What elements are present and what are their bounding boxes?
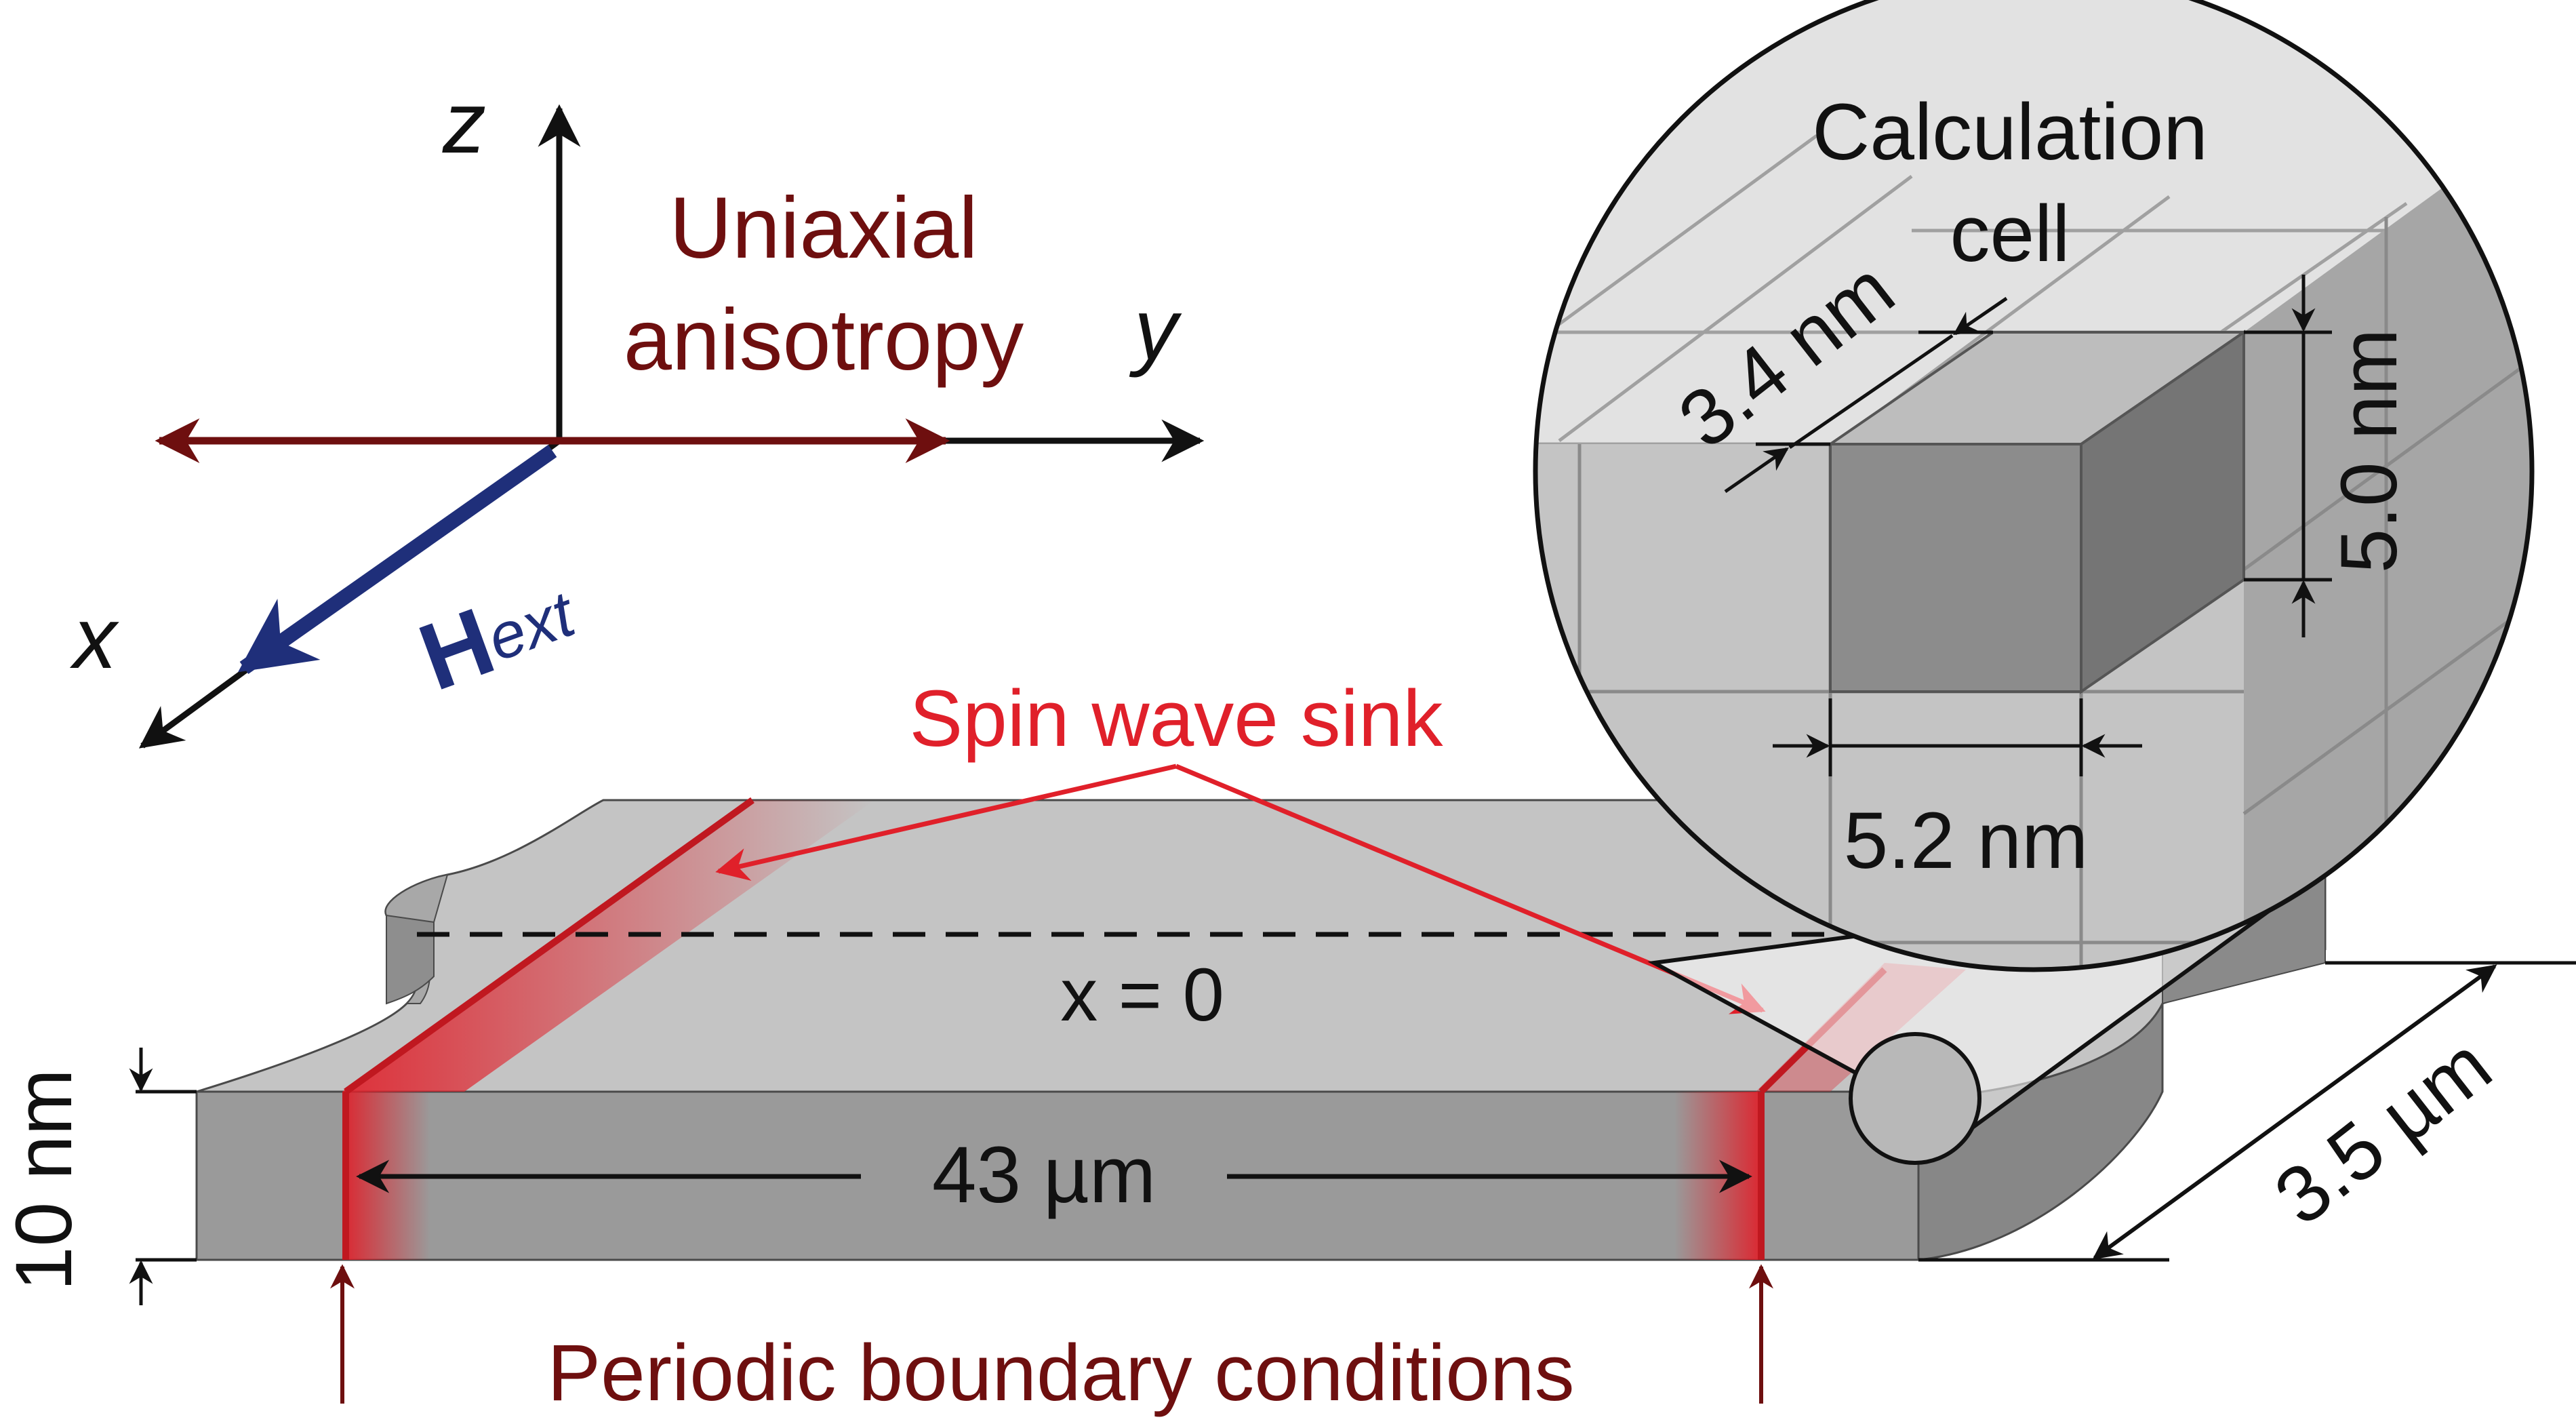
- zoom-source-circle: [1849, 1032, 1981, 1165]
- zoom-title-line2: cell: [1950, 189, 2070, 279]
- zoom-title-line1: Calculation: [1812, 87, 2208, 177]
- coordinate-axes: z y x Uniaxial anisotropy Hext: [69, 75, 1205, 749]
- z-axis-label: z: [442, 75, 486, 172]
- x-axis-label: x: [69, 590, 119, 687]
- sink-left-edge-line: [344, 797, 754, 1095]
- zoom-circle-border: [1533, 0, 2535, 972]
- thickness-dimension: 10 nm: [0, 1048, 197, 1305]
- y-axis-label: y: [1129, 281, 1182, 378]
- width-label: 3.5 µm: [2259, 1020, 2508, 1243]
- anisotropy-label-line2: anisotropy: [624, 292, 1024, 389]
- cell-dx-label: 5.2 nm: [1844, 796, 2089, 886]
- sink-label: Spin wave sink: [909, 674, 1443, 763]
- anisotropy-label-line1: Uniaxial: [669, 180, 978, 277]
- slab-left-wall: [386, 914, 435, 1005]
- periodic-label: Periodic boundary conditions: [547, 1328, 1574, 1418]
- thickness-label: 10 nm: [0, 1069, 89, 1291]
- cell-dz-label: 5.0 nm: [2325, 329, 2414, 574]
- length-label: 43 µm: [932, 1130, 1156, 1220]
- length-dimension: 43 µm: [356, 1130, 1752, 1220]
- field-arrow: [238, 445, 557, 674]
- cell-front-face: [1829, 443, 2082, 693]
- sink-annotation: Spin wave sink: [715, 674, 1766, 1014]
- x-zero-label: x = 0: [1060, 953, 1224, 1037]
- periodic-boundary-annotation: Periodic boundary conditions: [330, 1264, 1773, 1418]
- field-label: Hext: [406, 557, 590, 711]
